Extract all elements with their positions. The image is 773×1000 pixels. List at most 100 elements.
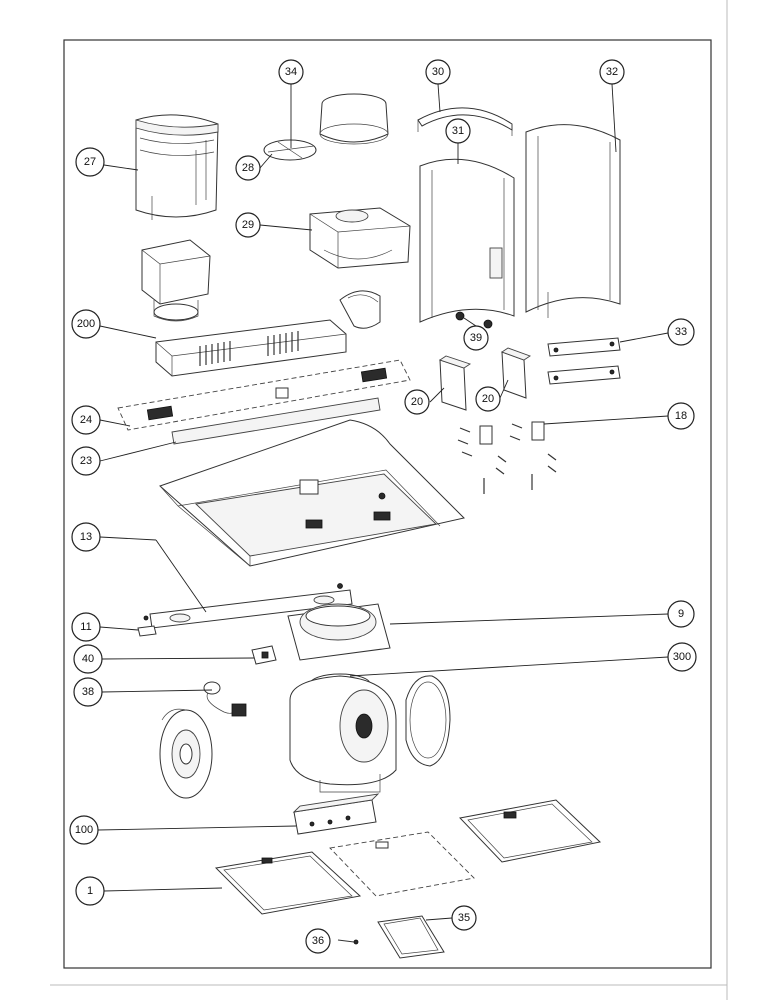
callout-circle: [599, 59, 625, 85]
callout-circle: [667, 318, 695, 346]
part-29-outlet-connector: [309, 207, 411, 269]
callout-circle: [235, 212, 261, 238]
callout-label: 13: [80, 531, 92, 543]
callout-label: 31: [452, 125, 464, 137]
part-20-side-panels: [438, 347, 531, 411]
callout-label: 20: [482, 393, 494, 405]
callout-circle: [463, 325, 489, 351]
callout-38: 38: [73, 677, 103, 707]
callout-circle: [71, 612, 101, 642]
part-1-grease-filter: [214, 851, 362, 915]
callout-1: 1: [75, 876, 105, 906]
part-right-filter: [459, 799, 602, 863]
callout-label: 40: [82, 653, 94, 665]
part-9-mount-plate: [287, 603, 391, 661]
callout-200: 200: [71, 309, 101, 339]
callout-20b: 20: [475, 386, 501, 412]
callout-33: 33: [667, 318, 695, 346]
part-39-screws: [455, 311, 493, 329]
callout-35: 35: [451, 905, 477, 931]
page-border: [63, 39, 712, 969]
callout-circle: [75, 147, 105, 177]
callout-label: 30: [432, 66, 444, 78]
callout-label: 38: [82, 686, 94, 698]
part-11-clip: [137, 615, 157, 637]
callout-34: 34: [278, 59, 304, 85]
callout-100: 100: [69, 815, 99, 845]
callout-circle: [451, 905, 477, 931]
callout-label: 20: [411, 396, 423, 408]
callout-40: 40: [73, 644, 103, 674]
callout-39: 39: [463, 325, 489, 351]
callout-circle: [425, 59, 451, 85]
callout-label: 27: [84, 156, 96, 168]
callout-24: 24: [71, 405, 101, 435]
callout-circle: [71, 309, 101, 339]
callout-28: 28: [235, 155, 261, 181]
part-18-wall-brackets: [457, 421, 557, 494]
callout-label: 34: [285, 66, 297, 78]
part-38-cable: [203, 681, 247, 717]
part-24-dashed-trim: [117, 359, 411, 431]
part-33-brackets: [547, 337, 621, 385]
callout-32: 32: [599, 59, 625, 85]
part-28-flap: [263, 139, 317, 161]
part-31-inner-chimney: [419, 158, 515, 323]
part-deflector: [339, 290, 381, 329]
callout-label: 39: [470, 332, 482, 344]
part-23-strip: [171, 397, 381, 445]
callout-circle: [445, 118, 471, 144]
callout-circle: [305, 928, 331, 954]
callout-label: 32: [606, 66, 618, 78]
callout-label: 35: [458, 912, 470, 924]
callout-circle: [667, 402, 695, 430]
callout-label: 33: [675, 326, 687, 338]
callout-27: 27: [75, 147, 105, 177]
callout-circle: [73, 677, 103, 707]
part-200-control-bar: [155, 319, 347, 377]
callout-20a: 20: [404, 389, 430, 415]
callout-label: 29: [242, 219, 254, 231]
callout-circle: [69, 815, 99, 845]
callout-circle: [667, 642, 697, 672]
callout-label: 1: [87, 885, 93, 897]
callout-bubbles: 34 30 32 31 27 28 29 200 39 33 20 20 24 18 23 13 9 11 40 30…: [69, 59, 697, 954]
callout-circle: [71, 446, 101, 476]
callout-circle: [278, 59, 304, 85]
callout-30: 30: [425, 59, 451, 85]
callout-31: 31: [445, 118, 471, 144]
callout-label: 18: [675, 410, 687, 422]
callout-18: 18: [667, 402, 695, 430]
callout-label: 300: [673, 651, 691, 663]
callout-label: 23: [80, 455, 92, 467]
callout-circle: [667, 600, 695, 628]
callout-300: 300: [667, 642, 697, 672]
callout-11: 11: [71, 612, 101, 642]
callout-circle: [404, 389, 430, 415]
part-carbon-filter-disc: [159, 708, 213, 799]
callout-9: 9: [667, 600, 695, 628]
callout-label: 100: [75, 824, 93, 836]
part-32-outer-chimney: [525, 124, 621, 318]
callout-circle: [73, 644, 103, 674]
callout-circle: [71, 405, 101, 435]
callout-label: 36: [312, 935, 324, 947]
part-transition-box: [141, 239, 211, 322]
part-40-connector: [251, 645, 277, 665]
callout-circle: [75, 876, 105, 906]
callout-label: 9: [678, 608, 684, 620]
callout-circle: [71, 522, 101, 552]
part-34-adaptor-ring: [319, 93, 389, 145]
callout-29: 29: [235, 212, 261, 238]
callout-label: 28: [242, 162, 254, 174]
callout-36: 36: [305, 928, 331, 954]
part-hood-canopy: [159, 419, 465, 567]
part-30-chimney-bracket: [417, 107, 513, 136]
callout-circle: [475, 386, 501, 412]
callout-23: 23: [71, 446, 101, 476]
leader-lines: [97, 83, 669, 921]
part-300-blower: [289, 673, 451, 793]
callout-label: 24: [80, 414, 92, 426]
callout-circle: [235, 155, 261, 181]
